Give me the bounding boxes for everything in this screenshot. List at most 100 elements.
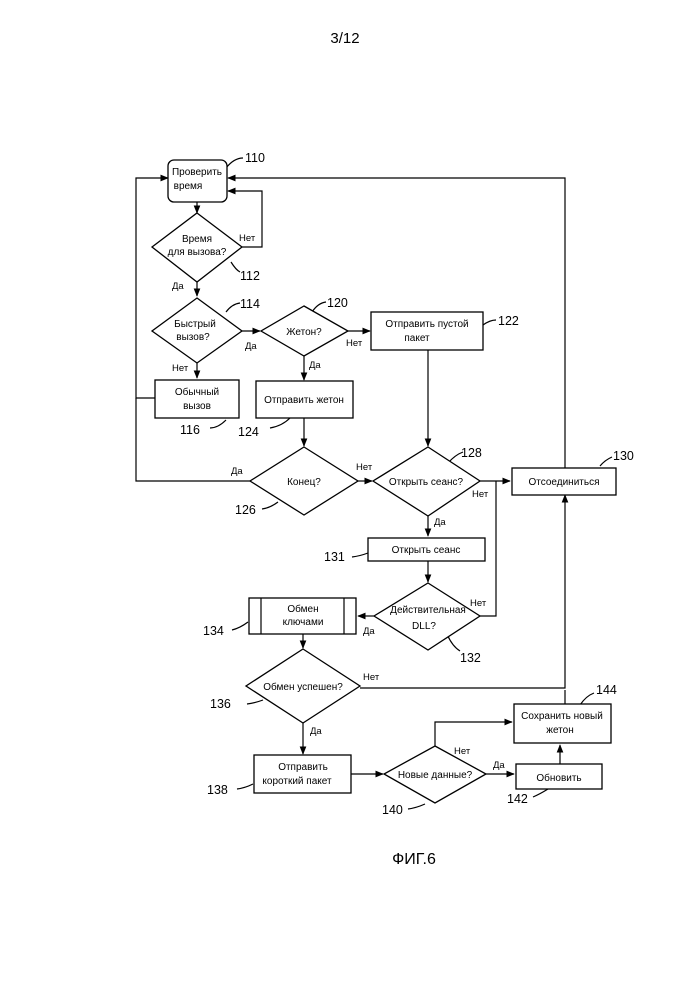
label-126-yes: Да [231,466,243,477]
node-exchange-successful: Обмен успешен? 136 [210,649,360,723]
leader-114 [226,303,240,312]
leader-144 [580,693,594,705]
node-label: время [174,181,203,192]
label-128-no: Нет [472,489,489,500]
node-label: Конец? [287,477,321,488]
node-label: Обновить [536,772,581,784]
label-136-no: Нет [363,672,380,683]
leader-140 [408,804,425,809]
node-label: пакет [404,333,430,344]
node-label: Открыть сеанс? [389,477,464,488]
label-112-yes: Да [172,281,184,292]
node-send-short-packet: Отправить короткий пакет 138 [207,755,351,797]
ref-number: 120 [327,296,348,310]
page-number: 3/12 [330,30,359,47]
node-label: DLL? [412,621,436,632]
edge-140-no-144 [435,722,512,746]
node-update: Обновить 142 [507,764,602,806]
leader-126 [262,502,278,509]
leader-120 [312,302,326,312]
leader-116 [210,420,226,428]
ref-number: 112 [240,269,260,283]
leader-134 [232,622,248,630]
label-128-yes: Да [434,517,446,528]
node-time-to-call: Время для вызова? 112 [152,213,260,283]
ref-number: 114 [240,297,260,311]
node-label: Действительная [390,605,466,616]
node-check-time: Проверить время 110 [168,151,265,202]
label-114-yes: Да [245,341,257,352]
label-132-yes: Да [363,626,375,637]
leader-130 [600,457,612,466]
label-120-yes: Да [309,360,321,371]
node-label: Отправить жетон [264,395,344,406]
ref-number: 138 [207,783,228,797]
leader-122 [483,320,496,325]
node-normal-call: Обычный вызов 116 [155,380,239,437]
node-label: вызов [183,401,211,412]
label-114-no: Нет [172,363,189,374]
node-label: для вызова? [168,247,227,258]
node-fast-call: Быстрый вызов? 114 [152,297,260,363]
node-label: вызов? [176,332,210,343]
node-new-data: Новые данные? 140 [382,746,486,817]
node-label: Новые данные? [398,770,473,781]
node-label: короткий пакет [262,776,332,787]
node-send-empty-packet: Отправить пустой пакет 122 [371,312,519,350]
ref-number: 140 [382,803,403,817]
node-label: Сохранить новый [521,711,603,722]
label-132-no: Нет [470,598,487,609]
leader-131 [352,553,368,557]
node-disconnect: Отсоединиться 130 [512,449,634,495]
ref-number: 144 [596,683,617,697]
leader-138 [237,784,253,789]
leader-112 [231,262,240,272]
node-token: Жетон? 120 [261,296,348,356]
label-140-yes: Да [493,760,505,771]
leader-110 [226,158,243,168]
label-126-no: Нет [356,462,373,473]
node-send-token: Отправить жетон 124 [238,381,353,439]
node-label: ключами [283,617,324,628]
ref-number: 142 [507,792,528,806]
edge-116-110 [136,178,168,398]
node-label: жетон [546,725,573,736]
ref-number: 131 [324,550,345,564]
label-120-no: Нет [346,338,363,349]
label-140-no: Нет [454,746,471,757]
node-label: Открыть сеанс [392,545,461,556]
node-label: Время [182,234,212,245]
node-label: Проверить [172,167,222,178]
node-label: Жетон? [286,327,322,338]
ref-number: 134 [203,624,224,638]
ref-number: 128 [461,446,482,460]
node-label: Обмен [287,603,318,615]
ref-number: 136 [210,697,231,711]
ref-number: 124 [238,425,259,439]
ref-number: 126 [235,503,256,517]
ref-number: 132 [460,651,481,665]
node-label: Отсоединиться [529,477,600,488]
node-valid-dll: Действительная DLL? 132 [374,583,481,665]
node-label: Отправить [278,762,328,773]
node-label: Быстрый [174,319,216,330]
label-136-yes: Да [310,726,322,737]
node-open-session: Открыть сеанс 131 [324,538,485,564]
leader-124 [270,418,290,428]
node-label: Отправить пустой [385,319,468,330]
node-key-exchange: Обмен ключами 134 [203,598,356,638]
node-label: Обмен успешен? [263,681,343,693]
figure-caption: ФИГ.6 [392,851,436,868]
leader-142 [533,789,548,797]
leader-136 [247,700,263,704]
node-open-session-question: Открыть сеанс? 128 [373,446,482,516]
node-end: Конец? 126 [235,447,358,517]
ref-number: 130 [613,449,634,463]
ref-number: 110 [245,151,265,165]
ref-number: 122 [498,314,519,328]
node-label: Обычный [175,386,219,398]
ref-number: 116 [180,423,200,437]
label-112-no: Нет [239,233,256,244]
